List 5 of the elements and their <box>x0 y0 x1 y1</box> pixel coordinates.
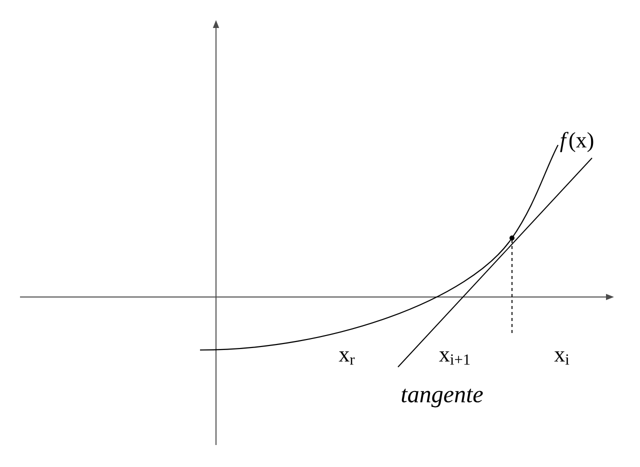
axis-label: x$_{i}$ <box>554 351 570 365</box>
axis-label: f(x) <box>560 132 594 152</box>
axis-label: tangente <box>402 388 483 408</box>
axis-label: x$_{i+1}$ <box>439 351 470 365</box>
axis-label: x$_{r}$ <box>338 351 355 365</box>
